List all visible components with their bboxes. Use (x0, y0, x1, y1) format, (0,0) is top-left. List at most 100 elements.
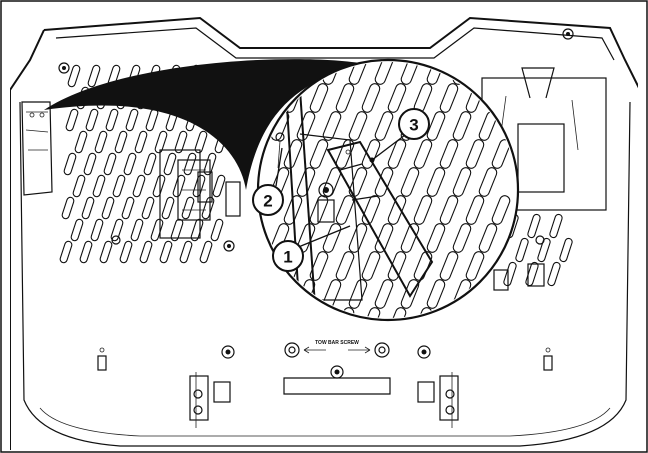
vent-slot (181, 196, 195, 220)
vent-slot (105, 108, 119, 132)
vent-slot (121, 196, 135, 220)
vent-slot (141, 196, 155, 220)
vent-slot (426, 223, 446, 253)
vent-slot (503, 261, 517, 287)
vent-slot (99, 240, 113, 264)
vent-slot (94, 130, 108, 154)
lower-details: TOW BAR SCREW (97, 340, 553, 428)
vent-slot (361, 251, 381, 281)
vent-slot (154, 130, 168, 154)
vent-slot (59, 240, 73, 264)
vent-slot (183, 152, 197, 176)
vent-slot (92, 174, 106, 198)
vent-slot (101, 196, 115, 220)
vent-slot (125, 108, 139, 132)
magnifier-wedge (44, 59, 366, 190)
callout-1: 1 (272, 240, 304, 272)
vent-slot (72, 174, 86, 198)
vent-slot (159, 240, 173, 264)
vent-slot (549, 213, 563, 239)
vent-slot (452, 167, 472, 197)
vent-slot (361, 83, 381, 113)
vent-slot (374, 279, 394, 309)
vent-slot (426, 279, 446, 309)
vent-slot (361, 307, 381, 318)
vent-slot (172, 174, 186, 198)
tow-bar-label: TOW BAR SCREW (315, 340, 359, 346)
vent-slot (63, 152, 77, 176)
vent-slot (192, 174, 206, 198)
vent-slot (439, 83, 459, 113)
vent-slot (335, 139, 355, 169)
vent-slot (515, 237, 529, 263)
vent-slot (110, 218, 124, 242)
vent-slot (152, 174, 166, 198)
vent-slot (348, 279, 368, 309)
vent-slot (335, 83, 355, 113)
vent-slot (70, 218, 84, 242)
vent-slot (413, 139, 433, 169)
vent-slot (283, 139, 303, 169)
vent-slot (426, 167, 446, 197)
vent-slot (374, 111, 394, 141)
vent-slot (123, 152, 137, 176)
vent-slot (81, 196, 95, 220)
vent-slot (210, 218, 224, 242)
vent-slot (83, 152, 97, 176)
vent-slot (413, 195, 433, 225)
vent-slot (67, 64, 81, 88)
vent-slot (478, 223, 498, 253)
vent-slot (387, 139, 407, 169)
callout-2: 2 (252, 184, 284, 216)
callout-3-label: 3 (409, 116, 418, 135)
vent-slot (74, 130, 88, 154)
vent-slot (161, 196, 175, 220)
vent-slot (201, 196, 215, 220)
vent-slot (309, 195, 329, 225)
callout-leaders (275, 134, 406, 249)
callout-3: 3 (398, 108, 430, 140)
callout-1-label: 1 (283, 248, 292, 267)
vent-slot (199, 240, 213, 264)
vent-slot (439, 195, 459, 225)
vent-slot (61, 196, 75, 220)
vent-slot (87, 64, 101, 88)
vent-slot (387, 83, 407, 113)
vent-slot (163, 152, 177, 176)
vent-slot (179, 240, 193, 264)
vent-slot (335, 195, 355, 225)
vent-slot (465, 139, 485, 169)
vent-slot (348, 223, 368, 253)
left-bracket (21, 101, 53, 196)
vent-slot (212, 174, 226, 198)
vent-slot (465, 195, 485, 225)
vent-slot (90, 218, 104, 242)
vent-slot (559, 237, 573, 263)
vent-slot (322, 111, 342, 141)
callout-2-label: 2 (263, 192, 272, 211)
vent-slot (452, 223, 472, 253)
vent-slot (103, 152, 117, 176)
vent-slot (439, 251, 459, 281)
vent-slot (79, 240, 93, 264)
vent-slot (132, 174, 146, 198)
vent-slot (309, 139, 329, 169)
vent-slot (348, 111, 368, 141)
vent-slot (452, 111, 472, 141)
vent-slot (130, 218, 144, 242)
vent-slot (537, 237, 551, 263)
vent-slot (119, 240, 133, 264)
vent-slot (114, 130, 128, 154)
vent-slot (426, 111, 446, 141)
vent-slot (439, 139, 459, 169)
vent-slot (400, 167, 420, 197)
vent-slot (174, 130, 188, 154)
vent-slot (143, 152, 157, 176)
vent-slot (374, 62, 394, 85)
vent-slot (296, 111, 316, 141)
vent-slot (465, 251, 485, 281)
vent-slot (112, 174, 126, 198)
vent-slot (478, 167, 498, 197)
